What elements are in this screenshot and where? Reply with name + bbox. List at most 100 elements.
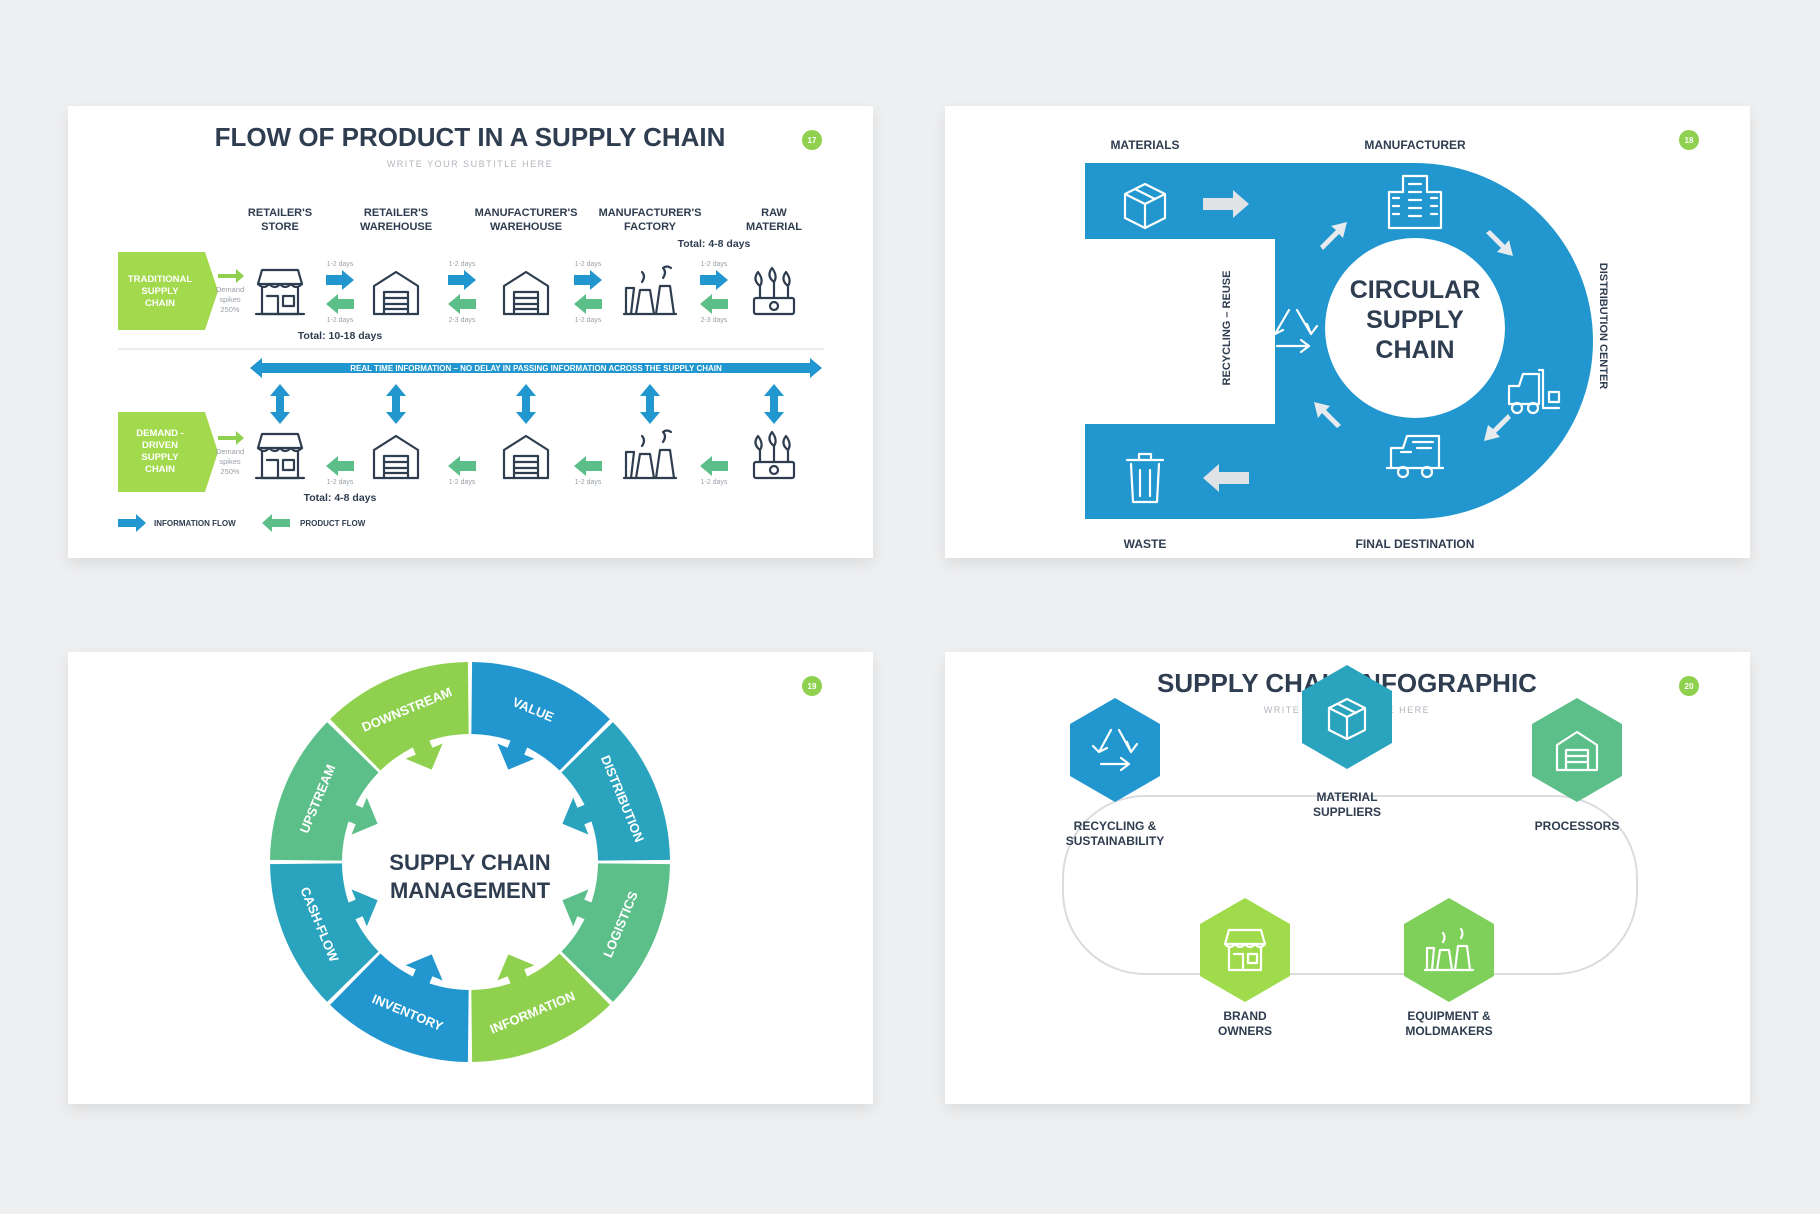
days-label: 1-2 days [327,261,354,268]
wheel-segment-distribution [561,722,670,861]
label-waste: WASTE [1124,537,1167,551]
demand-arrow [218,269,244,283]
wheel-arrow [562,889,626,934]
wheel-arrow [497,706,542,770]
page-number: 17 [808,136,817,145]
warehouse-icon [502,434,550,480]
days-label: 1-2 days [701,479,728,486]
page-badge [802,676,822,696]
vertical-info-arrow [516,384,536,424]
product-flow-arrow [574,294,602,314]
days-label: 1-2 days [449,479,476,486]
wheel-arrow [497,954,542,1018]
wheel-arrow [398,954,443,1018]
store-icon [254,432,306,480]
node-label: OWNERS [1218,1024,1272,1038]
management-wheel: VALUEDISTRIBUTIONLOGISTICSINFORMATIONINV… [270,662,670,1062]
wheel-segment-downstream [330,662,469,771]
warehouse-icon [1555,730,1599,772]
warehouse-icon [372,434,420,480]
wheel-arrow [398,706,443,770]
wheel-segment-value [471,662,610,771]
product-flow-arrow [574,456,602,476]
raw-material-icon [752,266,796,316]
truck-icon [1385,434,1445,479]
node-label: SUPPLIERS [1313,805,1381,819]
information-flow-arrow [326,270,354,290]
box-icon [1327,697,1367,741]
days-label: 2-3 days [449,317,476,324]
trash-icon [1125,452,1165,504]
node-label: EQUIPMENT & [1407,1009,1491,1023]
factory-icon [622,265,678,316]
total-traditional: Total: 10-18 days [298,330,383,342]
label-final-destination: FINAL DESTINATION [1356,537,1475,551]
node-label: BRAND [1223,1009,1267,1023]
store-icon [254,268,306,316]
label-materials: MATERIALS [1110,138,1179,152]
wheel-segment-logistics [561,863,670,1002]
node-label: SUSTAINABILITY [1066,834,1164,848]
product-flow-arrow [326,456,354,476]
legend-info-arrow [118,514,146,532]
wheel-segment-information [471,953,610,1062]
vertical-info-arrow [764,384,784,424]
slide1-title: FLOW OF PRODUCT IN A SUPPLY CHAIN [215,122,726,152]
factory-icon [1423,927,1475,972]
information-flow-arrow [700,270,728,290]
label-distribution-center: DISTRIBUTION CENTER [1597,263,1609,390]
forklift-icon [1507,368,1561,415]
legend-information-flow: INFORMATION FLOW [154,519,236,528]
product-flow-arrow [700,456,728,476]
traditional-label-badge [118,252,218,330]
wheel-arrow [314,889,378,934]
hexagon [1200,898,1290,1002]
wheel-segment-inventory [330,953,469,1062]
product-flow-arrow [700,294,728,314]
node-processors: PROCESSORS [1532,698,1622,833]
node-label: RECYCLING & [1074,819,1157,833]
legend-product-flow: PRODUCT FLOW [300,519,366,528]
days-label: 2-3 days [701,317,728,324]
days-label: 1-2 days [575,261,602,268]
label-manufacturer: MANUFACTURER [1364,138,1466,152]
page-badge [1679,130,1699,150]
factory-icon [1387,174,1443,230]
slide1-subtitle: WRITE YOUR SUBTITLE HERE [387,159,553,169]
center-circle [1325,238,1505,418]
raw-material-icon [752,430,796,480]
ring-arrows [1314,222,1513,441]
page-badge [1679,676,1699,696]
hexagon [1070,698,1160,802]
slide-flow-of-product: FLOW OF PRODUCT IN A SUPPLY CHAIN WRITE … [68,106,873,558]
days-label: 1-2 days [327,317,354,324]
label-recycling-reuse: RECYCLING – REUSE [1221,271,1233,386]
node-label: PROCESSORS [1535,819,1620,833]
box-icon [1123,182,1167,230]
node-equipment-moldmakers: EQUIPMENT &MOLDMAKERS [1404,898,1494,1038]
wheel-segment-upstream [270,722,379,861]
page-badge [802,130,822,150]
page-number: 19 [808,682,817,691]
days-label: 1-2 days [327,479,354,486]
product-flow-arrow [448,456,476,476]
wheel-arrow [314,790,378,835]
store-icon [1223,928,1267,972]
demand-arrow [218,431,244,445]
vertical-info-arrow [270,384,290,424]
factory-icon [622,429,678,480]
